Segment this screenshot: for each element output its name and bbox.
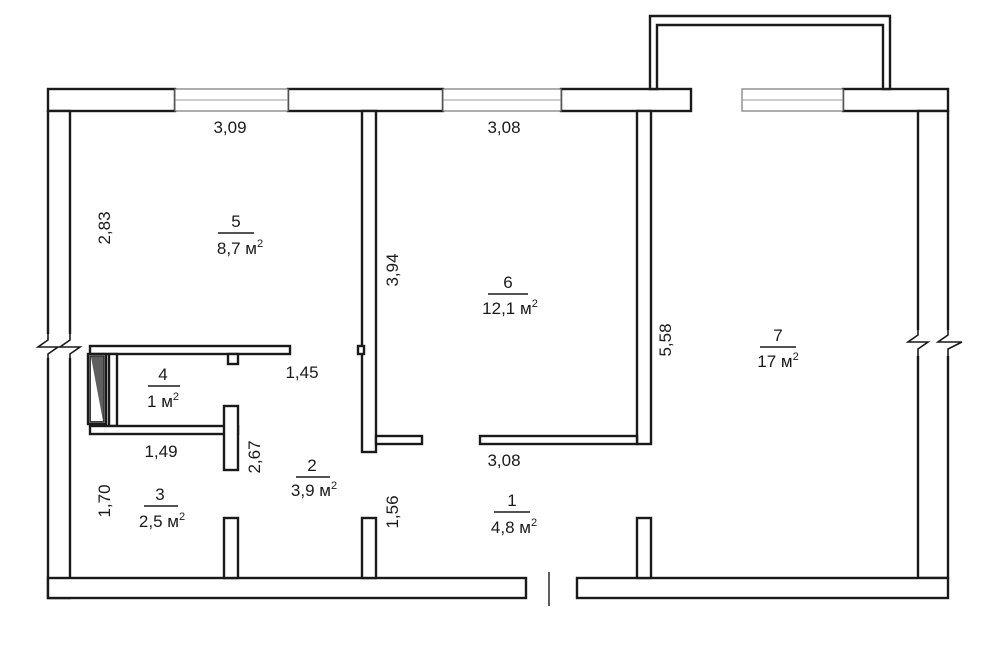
bottom-wall-left bbox=[46, 576, 528, 600]
room-area: 4,8 м2 bbox=[491, 517, 537, 537]
break-lines bbox=[30, 326, 972, 362]
room-5-bottom-wall bbox=[88, 344, 292, 356]
top-wall-segment bbox=[841, 87, 950, 113]
room-3-top-wall bbox=[88, 424, 240, 436]
door-stub bbox=[374, 434, 424, 446]
room-area: 17 м2 bbox=[757, 351, 798, 371]
room-area: 3,9 м2 bbox=[291, 480, 337, 500]
dimension-label: 1,49 bbox=[144, 442, 177, 461]
room-6-bottom-wall bbox=[478, 434, 639, 446]
dimension-label: 2,83 bbox=[95, 211, 114, 244]
room-1-door-jamb bbox=[360, 516, 378, 580]
top-wall-segment bbox=[286, 87, 445, 113]
partition-6-7 bbox=[635, 109, 653, 446]
room-7-door-jamb bbox=[635, 516, 653, 580]
top-wall-segment bbox=[559, 87, 693, 113]
room-area: 2,5 м2 bbox=[139, 511, 185, 531]
top-protrusion bbox=[648, 14, 892, 91]
room-number: 1 bbox=[507, 491, 516, 510]
dimension-label: 5,58 bbox=[656, 323, 675, 356]
room-3-label: 3 2,5 м2 bbox=[139, 485, 185, 531]
dimension-label: 1,70 bbox=[95, 484, 114, 517]
room-4-left-wall bbox=[107, 352, 119, 428]
room-number: 5 bbox=[231, 212, 240, 231]
partition-5-6 bbox=[360, 109, 378, 454]
dimension-label: 2,67 bbox=[245, 440, 264, 473]
dimension-label: 3,08 bbox=[487, 118, 520, 137]
room-5-label: 5 8,7 м2 bbox=[217, 212, 263, 258]
room-4-label: 4 1 м2 bbox=[147, 365, 180, 411]
dimension-label: 3,94 bbox=[383, 253, 402, 286]
room-area: 1 м2 bbox=[147, 391, 179, 411]
windows bbox=[174, 88, 844, 112]
room-number: 4 bbox=[158, 365, 167, 384]
room-3-door-jamb bbox=[222, 516, 240, 580]
room-2-stub-wall bbox=[222, 404, 240, 472]
room-area: 8,7 м2 bbox=[217, 238, 263, 258]
dimension-label: 1,56 bbox=[383, 495, 402, 528]
room-number: 3 bbox=[155, 485, 164, 504]
dimension-label: 3,09 bbox=[213, 118, 246, 137]
top-wall-segment bbox=[46, 87, 177, 113]
room-number: 2 bbox=[307, 456, 316, 475]
room-area: 12,1 м2 bbox=[482, 298, 538, 318]
dimension-label: 3,08 bbox=[487, 451, 520, 470]
room-6-label: 6 12,1 м2 bbox=[482, 273, 538, 318]
bottom-wall-right bbox=[575, 576, 950, 600]
dimensions: 3,09 3,08 2,83 3,94 5,58 1,45 1,49 2,67 … bbox=[95, 118, 675, 529]
dimension-label: 1,45 bbox=[285, 363, 318, 382]
room-1-label: 1 4,8 м2 bbox=[491, 491, 537, 537]
room-number: 7 bbox=[773, 326, 782, 345]
interior-walls bbox=[86, 109, 653, 606]
room-number: 6 bbox=[503, 273, 512, 292]
room-2-label: 2 3,9 м2 bbox=[291, 456, 337, 500]
room-7-label: 7 17 м2 bbox=[757, 326, 798, 371]
